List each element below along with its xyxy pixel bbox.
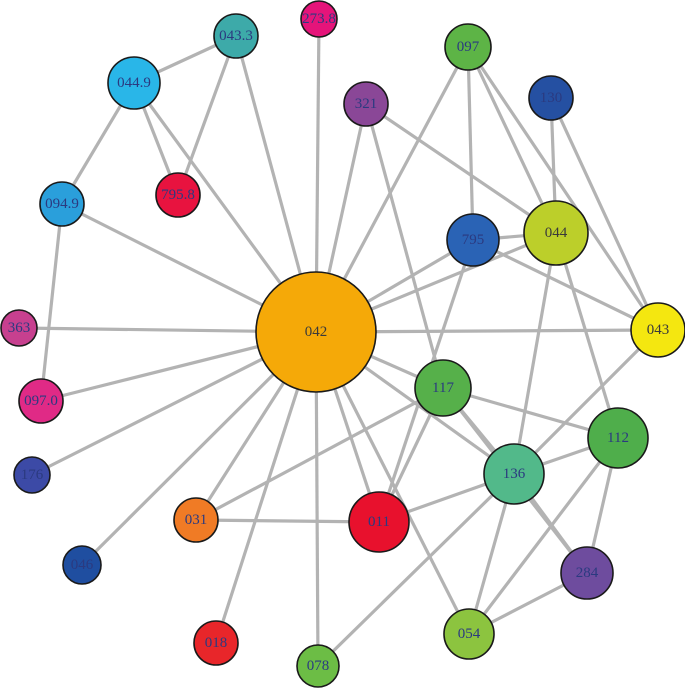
edge-044-136 [512,232,558,475]
node-circle-273.8 [300,0,338,38]
node-label-321: 321 [355,96,378,112]
node-label-795: 795 [462,232,485,248]
node-circle-044.9 [107,56,161,110]
node-circle-094.9 [39,181,85,227]
node-046: 046 [62,545,102,585]
node-label-044: 044 [545,225,568,241]
node-label-043.3: 043.3 [219,28,253,44]
node-097: 097 [444,23,492,71]
node-label-054: 054 [458,626,481,642]
node-321: 321 [343,81,389,127]
node-circle-097 [444,23,492,71]
node-078: 078 [296,644,340,688]
node-label-044.9: 044.9 [117,75,151,91]
edge-097-043 [466,46,660,331]
node-circle-043 [630,302,685,358]
node-094.9: 094.9 [39,181,85,227]
node-circle-112 [587,407,649,469]
node-label-097.0: 097.0 [24,393,58,409]
node-label-176: 176 [21,467,44,483]
edge-112-054 [467,437,620,635]
node-130: 130 [528,75,574,121]
node-circle-363 [0,309,38,347]
node-044: 044 [523,200,589,266]
node-031: 031 [173,497,219,543]
node-label-042: 042 [305,324,328,340]
node-label-031: 031 [185,512,208,528]
edge-097-044 [466,46,558,234]
node-circle-136 [483,443,545,505]
node-label-130: 130 [540,90,563,106]
node-label-018: 018 [205,635,228,651]
node-label-097: 097 [457,39,480,55]
node-circle-043.3 [213,13,259,59]
node-176: 176 [13,456,51,494]
edge-321-117 [364,103,445,389]
node-label-078: 078 [307,658,330,674]
node-circle-176 [13,456,51,494]
node-label-094.9: 094.9 [45,196,79,212]
node-044.9: 044.9 [107,56,161,110]
node-054: 054 [443,608,495,660]
edge-043.3-795.8 [176,35,238,196]
node-label-046: 046 [71,557,94,573]
edge-078-136 [316,472,516,668]
edge-094.9-097.0 [39,203,64,402]
node-136: 136 [483,443,545,505]
node-circle-097.0 [18,378,64,424]
node-795.8: 795.8 [155,172,201,218]
node-circle-321 [343,81,389,127]
node-circle-795.8 [155,172,201,218]
node-label-284: 284 [576,565,599,581]
node-284: 284 [560,546,614,600]
node-circle-054 [443,608,495,660]
node-label-011: 011 [368,514,390,530]
node-circle-117 [414,359,472,417]
node-circle-795 [446,213,500,267]
node-label-112: 112 [607,430,629,446]
node-circle-046 [62,545,102,585]
node-label-273.8: 273.8 [302,11,336,27]
node-label-117: 117 [432,380,454,396]
node-043: 043 [630,302,685,358]
node-363: 363 [0,309,38,347]
node-circle-130 [528,75,574,121]
edge-130-043 [549,97,660,331]
node-043.3: 043.3 [213,13,259,59]
edge-031-117 [195,386,444,522]
node-042: 042 [255,271,377,393]
node-circle-018 [193,620,239,666]
node-273.8: 273.8 [300,0,338,38]
node-011: 011 [348,491,410,553]
node-label-043: 043 [647,322,670,338]
node-label-136: 136 [503,466,526,482]
node-circle-031 [173,497,219,543]
edge-321-044 [365,102,557,235]
node-circle-284 [560,546,614,600]
node-112: 112 [587,407,649,469]
edge-795-043 [472,238,659,332]
edge-097-795 [466,46,475,241]
node-circle-044 [523,200,589,266]
node-795: 795 [446,213,500,267]
edge-043-136 [512,328,660,476]
node-117: 117 [414,359,472,417]
node-018: 018 [193,620,239,666]
node-097.0: 097.0 [18,378,64,424]
node-label-795.8: 795.8 [161,187,195,203]
node-circle-011 [348,491,410,553]
node-label-363: 363 [8,320,31,336]
node-circle-078 [296,644,340,688]
edge-044-112 [554,232,620,439]
node-circle-042 [255,271,377,393]
